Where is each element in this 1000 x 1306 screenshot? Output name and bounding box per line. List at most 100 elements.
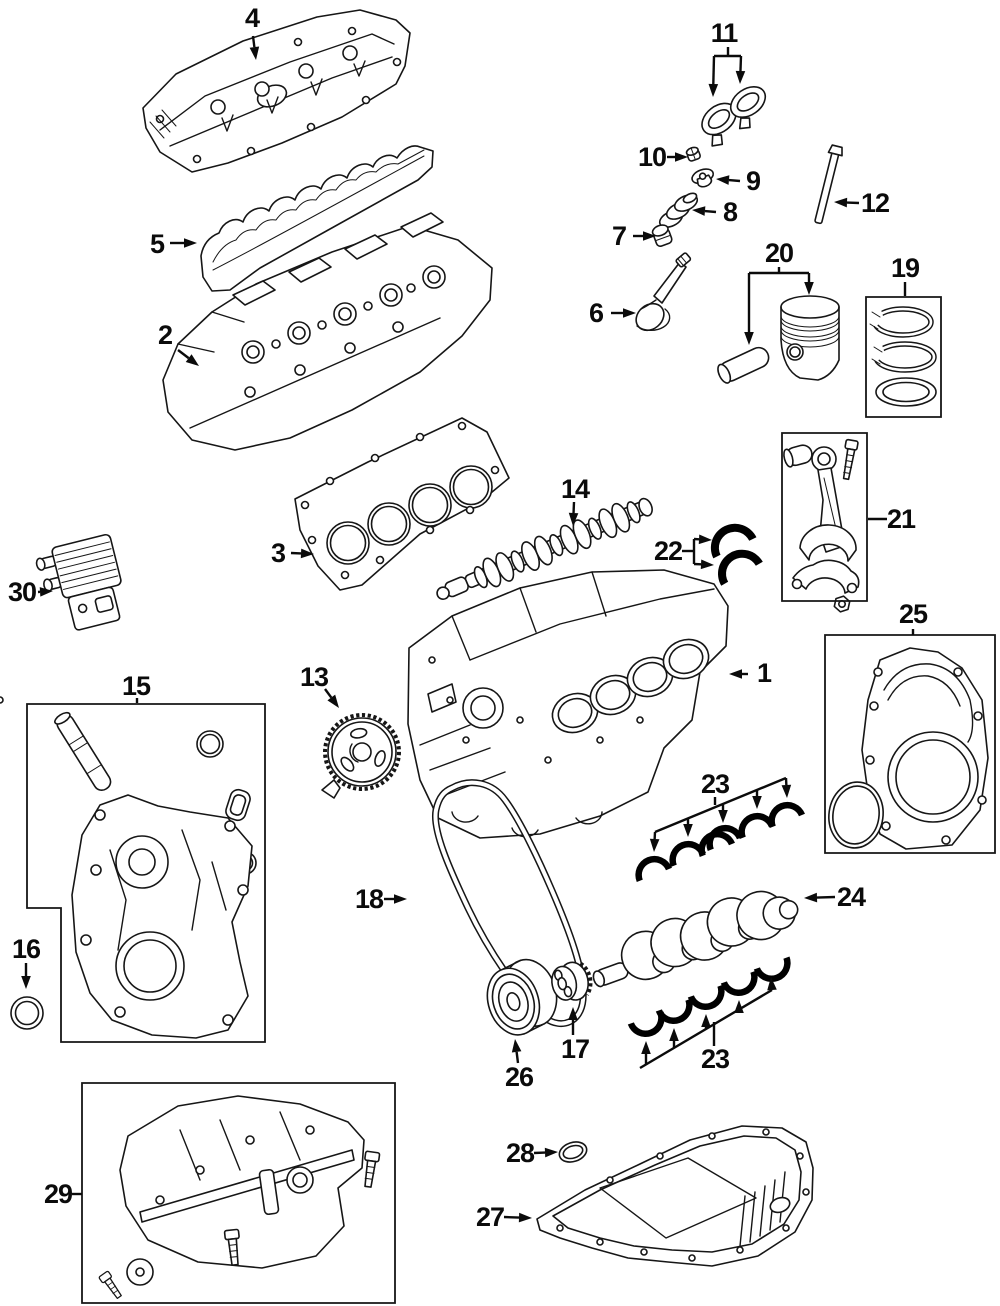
callout-head-gasket: 3 — [271, 538, 314, 568]
callout-arrowhead — [729, 669, 742, 679]
callout-label-19-piston-ring-set[interactable]: 19 — [891, 253, 921, 283]
callout-cylinder-head: 2 — [158, 320, 199, 366]
callout-timing-chain: 18 — [355, 884, 407, 914]
callout-label-3-head-gasket[interactable]: 3 — [271, 538, 287, 568]
callout-arrowhead — [735, 70, 746, 84]
callout-arrowhead — [518, 1212, 532, 1223]
callout-arrowhead — [623, 308, 636, 318]
callout-arrowhead — [675, 152, 688, 162]
engine-block — [0, 569, 729, 839]
callout-label-29-oil-pump-kit[interactable]: 29 — [44, 1179, 74, 1209]
callout-label-30-oil-cooler[interactable]: 30 — [8, 577, 37, 607]
callout-label-20-piston-and-pin[interactable]: 20 — [765, 238, 794, 268]
callout-arrowhead — [641, 1041, 651, 1054]
callout-arrowhead — [249, 46, 260, 60]
callout-piston-and-pin: 20 — [744, 238, 814, 345]
callout-arrowhead — [568, 1007, 578, 1020]
callout-arrowhead — [21, 976, 31, 989]
group-box-rear-cover-kit — [824, 634, 996, 854]
callout-arrowhead — [718, 810, 728, 823]
valve-keeper — [685, 146, 701, 162]
callout-oil-pan-plug-seal: 28 — [506, 1138, 558, 1168]
callout-oil-pan: 27 — [476, 1202, 532, 1232]
callout-label-27-oil-pan[interactable]: 27 — [476, 1202, 505, 1232]
callout-label-11-rocker-arms[interactable]: 11 — [711, 18, 740, 48]
callout-spring-retainer: 9 — [716, 166, 762, 196]
crankshaft — [592, 890, 799, 988]
callout-arrowhead — [683, 824, 693, 837]
callout-label-26-crankshaft-damper[interactable]: 26 — [505, 1062, 535, 1092]
oil-pump-kit — [98, 1095, 381, 1301]
callout-label-9-spring-retainer[interactable]: 9 — [746, 166, 762, 196]
callout-label-25-rear-cover-kit[interactable]: 25 — [899, 599, 929, 629]
oil-pan-plug-seal — [558, 1141, 588, 1163]
callout-valve-stem-seal: 7 — [612, 221, 656, 251]
valve-stem-seal — [651, 224, 673, 247]
callout-arrowhead — [804, 282, 814, 295]
callout-label-6-valve[interactable]: 6 — [589, 298, 605, 328]
callout-label-18-timing-chain[interactable]: 18 — [355, 884, 385, 914]
callout-label-15-timing-cover-kit[interactable]: 15 — [122, 671, 152, 701]
callout-valve-cover: 4 — [245, 3, 261, 60]
head-gasket — [294, 417, 510, 591]
callout-arrowhead — [669, 1028, 679, 1041]
callout-label-22-rod-bearings[interactable]: 22 — [654, 536, 683, 566]
callout-oil-pump-kit: 29 — [44, 1179, 82, 1209]
callout-label-5-valve-cover-gasket[interactable]: 5 — [150, 229, 166, 259]
valve-cover-gasket — [200, 145, 434, 292]
callout-arrowhead — [394, 894, 407, 904]
callout-label-21-connecting-rod-kit[interactable]: 21 — [887, 504, 917, 534]
timing-cover-kit — [54, 711, 257, 1039]
callout-arrowhead — [752, 796, 762, 809]
camshaft-phaser-gear — [321, 713, 401, 799]
dipstick-rod — [814, 144, 843, 225]
cylinder-head — [162, 212, 493, 451]
callout-arrowhead — [834, 197, 848, 208]
callout-arrowhead — [649, 838, 660, 852]
group-box-oil-pump-kit — [81, 1082, 396, 1304]
callout-arrowhead — [692, 206, 706, 216]
callout-label-12-dipstick-rod[interactable]: 12 — [861, 188, 890, 218]
callout-timing-cover-kit: 15 — [122, 671, 152, 703]
crankshaft-damper — [486, 958, 558, 1036]
callout-rear-cover-kit: 25 — [899, 599, 929, 635]
callout-arrowhead — [700, 559, 714, 570]
callout-arrowhead — [568, 512, 579, 526]
callout-rocker-arms: 11 — [708, 18, 746, 97]
callout-label-23-main-bearings-lower[interactable]: 23 — [701, 1044, 731, 1074]
callout-label-10-valve-keeper[interactable]: 10 — [638, 142, 667, 172]
callout-crankshaft: 24 — [804, 882, 867, 912]
callout-main-bearings-upper: 23 — [649, 769, 792, 852]
callout-label-28-oil-pan-plug-seal[interactable]: 28 — [506, 1138, 536, 1168]
valve-spring — [658, 192, 699, 228]
callout-arrowhead — [511, 1039, 522, 1053]
callout-label-7-valve-stem-seal[interactable]: 7 — [612, 221, 627, 251]
callout-label-23-main-bearings-upper[interactable]: 23 — [701, 769, 731, 799]
callout-arrowhead — [744, 332, 754, 345]
callout-rod-bearings: 22 — [654, 534, 714, 570]
callout-arrowhead — [544, 1147, 558, 1158]
callout-label-8-valve-spring[interactable]: 8 — [723, 197, 739, 227]
callout-label-4-valve-cover[interactable]: 4 — [245, 3, 261, 33]
oil-pan — [536, 1125, 814, 1267]
callout-label-2-cylinder-head[interactable]: 2 — [158, 320, 173, 350]
callout-label-1-engine-block[interactable]: 1 — [757, 658, 773, 688]
crank-sprocket — [551, 961, 593, 1001]
callout-label-13-camshaft-phaser-gear[interactable]: 13 — [300, 662, 330, 692]
callout-label-14-camshaft[interactable]: 14 — [561, 474, 591, 504]
callout-crank-sprocket: 17 — [561, 1007, 590, 1064]
valve — [635, 252, 692, 332]
callout-valve-keeper: 10 — [638, 142, 688, 172]
callout-valve-spring: 8 — [692, 197, 739, 227]
callout-arrowhead — [39, 587, 53, 597]
callout-arrowhead — [708, 83, 719, 97]
callout-label-24-crankshaft[interactable]: 24 — [837, 882, 867, 912]
callout-camshaft-phaser-gear: 13 — [300, 662, 339, 708]
callout-arrowhead — [804, 892, 818, 903]
callout-oil-cooler: 30 — [8, 577, 53, 607]
callout-arrowhead — [716, 175, 730, 185]
callout-label-16-front-crank-seal[interactable]: 16 — [12, 934, 42, 964]
rear-cover-kit — [828, 647, 989, 850]
callout-label-17-crank-sprocket[interactable]: 17 — [561, 1034, 590, 1064]
